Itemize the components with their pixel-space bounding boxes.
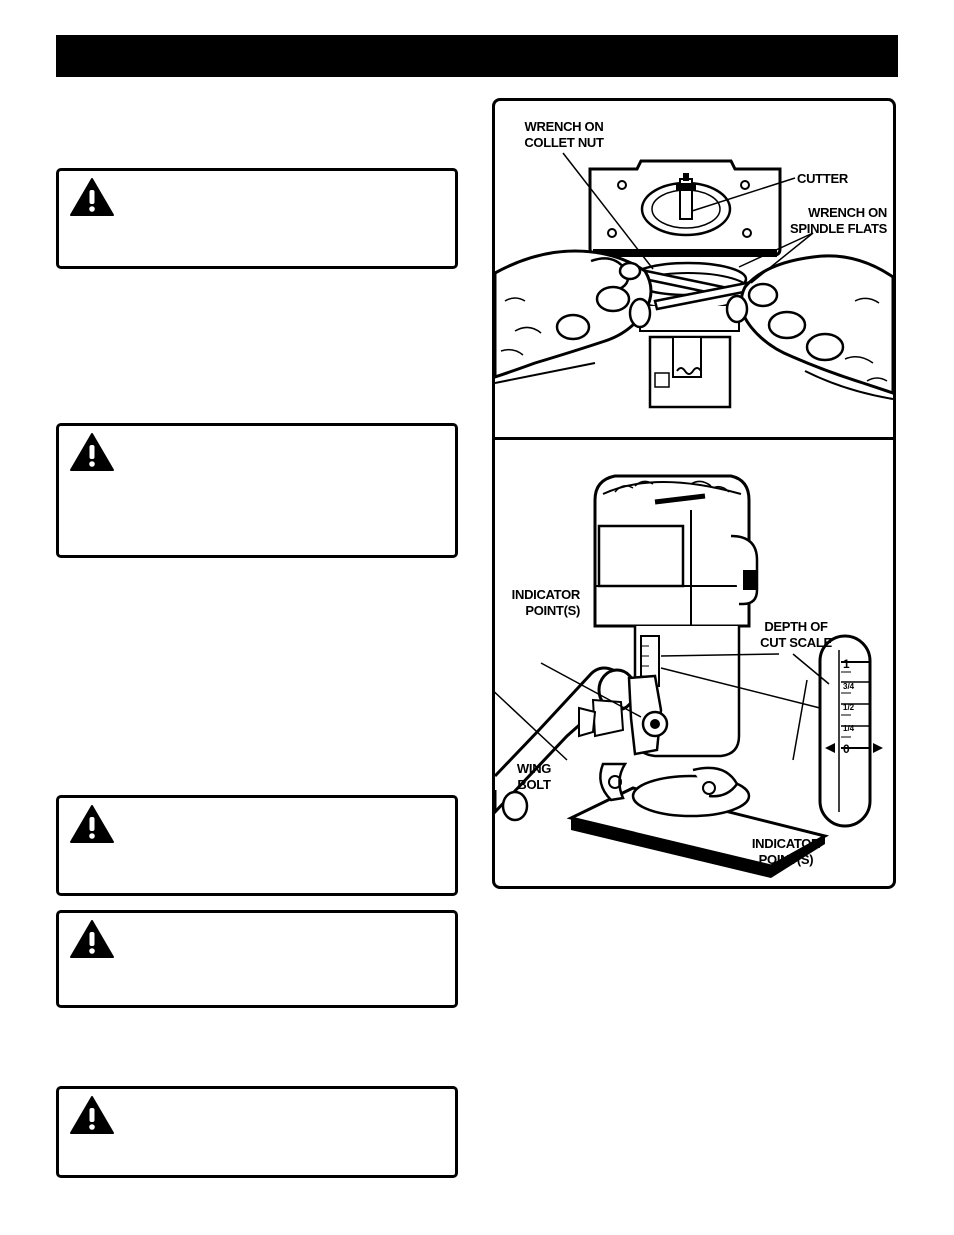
scale-tick-label: 0 [843, 742, 850, 756]
warning-triangle-icon [70, 1096, 114, 1134]
callout-depth-of-cut-scale: DEPTH OF CUT SCALE [753, 619, 839, 651]
scale-tick-label: 1/2 [843, 703, 855, 712]
callout-line: COLLET NUT [524, 135, 604, 150]
callout-line: DEPTH OF [764, 619, 828, 634]
callout-line: WRENCH ON [524, 119, 604, 134]
warning-box-1 [56, 168, 458, 269]
warning-triangle-icon [70, 805, 114, 843]
warning-box-2 [56, 423, 458, 558]
warning-box-5 [56, 1086, 458, 1178]
callout-wing-bolt: WING BOLT [513, 761, 555, 793]
warning-box-3 [56, 795, 458, 896]
depth-of-cut-illustration: 1 3/4 1/2 1/4 0 [495, 474, 883, 878]
warning-triangle-icon [70, 178, 114, 216]
section-header-bar [56, 35, 898, 77]
callout-wrench-spindle-flats: WRENCH ON SPINDLE FLATS [790, 205, 887, 237]
scale-tick-label: 1/4 [843, 724, 855, 733]
collet-wrench-illustration [495, 152, 893, 409]
callout-line: CUTTER [797, 171, 848, 186]
warning-triangle-icon [70, 920, 114, 958]
warning-box-4 [56, 910, 458, 1008]
figure-divider [495, 437, 893, 440]
callout-line: POINT(S) [758, 852, 814, 867]
warning-triangle-icon [70, 433, 114, 471]
callout-line: WING [516, 761, 552, 776]
callout-indicator-points-top: INDICATOR POINT(S) [503, 587, 581, 619]
callout-line: INDICATOR [751, 836, 821, 851]
callout-line: WRENCH ON [808, 205, 887, 220]
callout-wrench-collet-nut: WRENCH ON COLLET NUT [515, 119, 613, 151]
figure-frame: WRENCH ON COLLET NUT CUTTER WRENCH ON SP… [492, 98, 896, 889]
callout-indicator-points-bottom: INDICATOR POINT(S) [745, 836, 827, 868]
callout-cutter: CUTTER [797, 171, 848, 187]
callout-line: CUT SCALE [760, 635, 832, 650]
callout-line: INDICATOR [511, 587, 581, 602]
callout-line: SPINDLE FLATS [790, 221, 887, 236]
scale-tick-label: 3/4 [843, 682, 855, 691]
callout-line: BOLT [517, 777, 551, 792]
callout-line: POINT(S) [525, 603, 580, 618]
scale-tick-label: 1 [843, 657, 850, 671]
